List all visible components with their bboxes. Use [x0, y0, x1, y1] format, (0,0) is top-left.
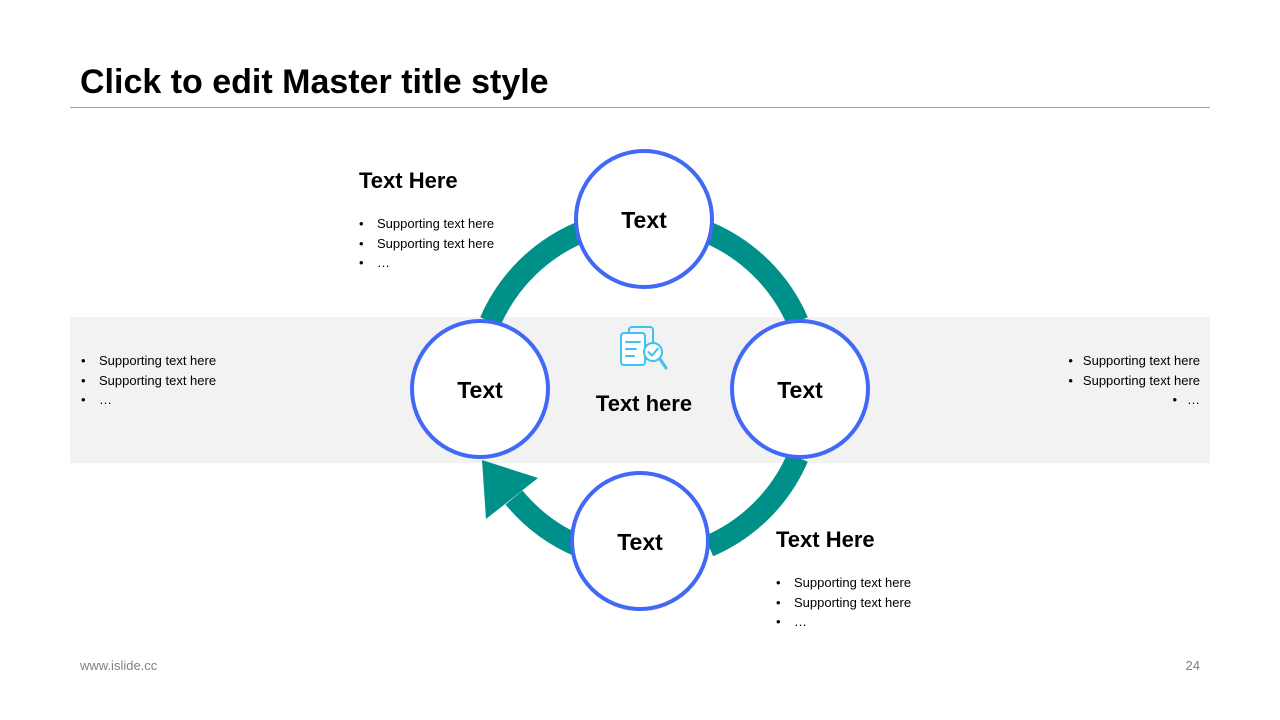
node-circles [410, 149, 870, 611]
bottom-right-heading[interactable]: Text Here [776, 527, 875, 552]
list-item: Supporting text here [1068, 371, 1200, 391]
node-label-bottom: Text [617, 529, 663, 555]
ring-arc-top-left [480, 222, 584, 327]
node-label-left: Text [457, 377, 503, 403]
page-number: 24 [1185, 658, 1200, 673]
node-circle-bottom[interactable] [570, 471, 710, 611]
list-item: Supporting text here [81, 351, 216, 371]
node-circle-top[interactable] [574, 149, 714, 289]
footer-url: www.islide.cc [80, 658, 158, 673]
bottom-right-bullet-list: Supporting text here Supporting text her… [776, 573, 911, 632]
ring-arc-top-right [704, 222, 808, 327]
list-item: Supporting text here [1068, 351, 1200, 371]
title-divider [70, 107, 1210, 108]
list-item: … [81, 390, 216, 410]
document-search-check-icon [620, 326, 668, 370]
top-left-heading[interactable]: Text Here [359, 168, 458, 193]
list-item: Supporting text here [776, 593, 911, 613]
ring-arc-bottom-right [704, 452, 808, 557]
list-item: … [1068, 390, 1200, 410]
top-left-bullet-list: Supporting text here Supporting text her… [359, 214, 494, 273]
band-left-bullet-list: Supporting text here Supporting text her… [81, 351, 216, 410]
node-circle-right[interactable] [730, 319, 870, 459]
list-item: … [359, 253, 494, 273]
list-item: Supporting text here [359, 234, 494, 254]
band-right-bullet-list: Supporting text here Supporting text her… [1068, 351, 1200, 410]
list-item: Supporting text here [359, 214, 494, 234]
node-circle-left[interactable] [410, 319, 550, 459]
slide-title[interactable]: Click to edit Master title style [80, 63, 549, 101]
list-item: Supporting text here [776, 573, 911, 593]
list-item: Supporting text here [81, 371, 216, 391]
list-item: … [776, 612, 911, 632]
center-label: Text here [595, 391, 693, 416]
node-label-right: Text [777, 377, 823, 403]
cycle-arrowhead [482, 460, 538, 519]
node-label-top: Text [621, 207, 667, 233]
